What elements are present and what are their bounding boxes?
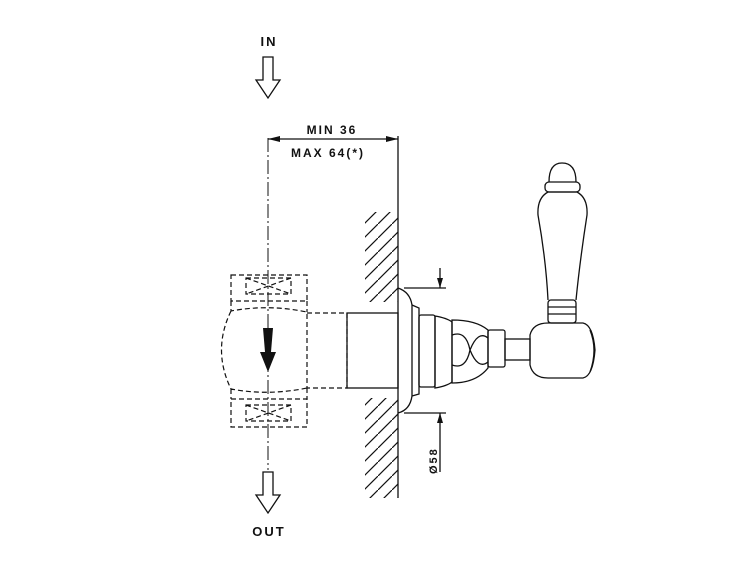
- wall-section: [365, 212, 399, 498]
- inlet-label: IN: [261, 34, 278, 49]
- flow-arrow-icon: [260, 328, 276, 372]
- diameter-label: Ø58: [428, 447, 440, 474]
- spindle-sleeve: [346, 312, 399, 389]
- inlet-arrow-icon: [254, 56, 282, 100]
- diameter-dimension: [404, 268, 446, 472]
- outlet-arrow-icon: [254, 471, 282, 515]
- lever-handle: [529, 162, 596, 379]
- depth-dimension-line: [268, 136, 399, 212]
- depth-min-label: MIN 36: [307, 123, 358, 137]
- depth-max-label: MAX 64(*): [291, 146, 365, 160]
- outlet-label: OUT: [252, 524, 285, 539]
- concealed-valve-body: [220, 274, 348, 428]
- flange-and-trim: [397, 287, 531, 414]
